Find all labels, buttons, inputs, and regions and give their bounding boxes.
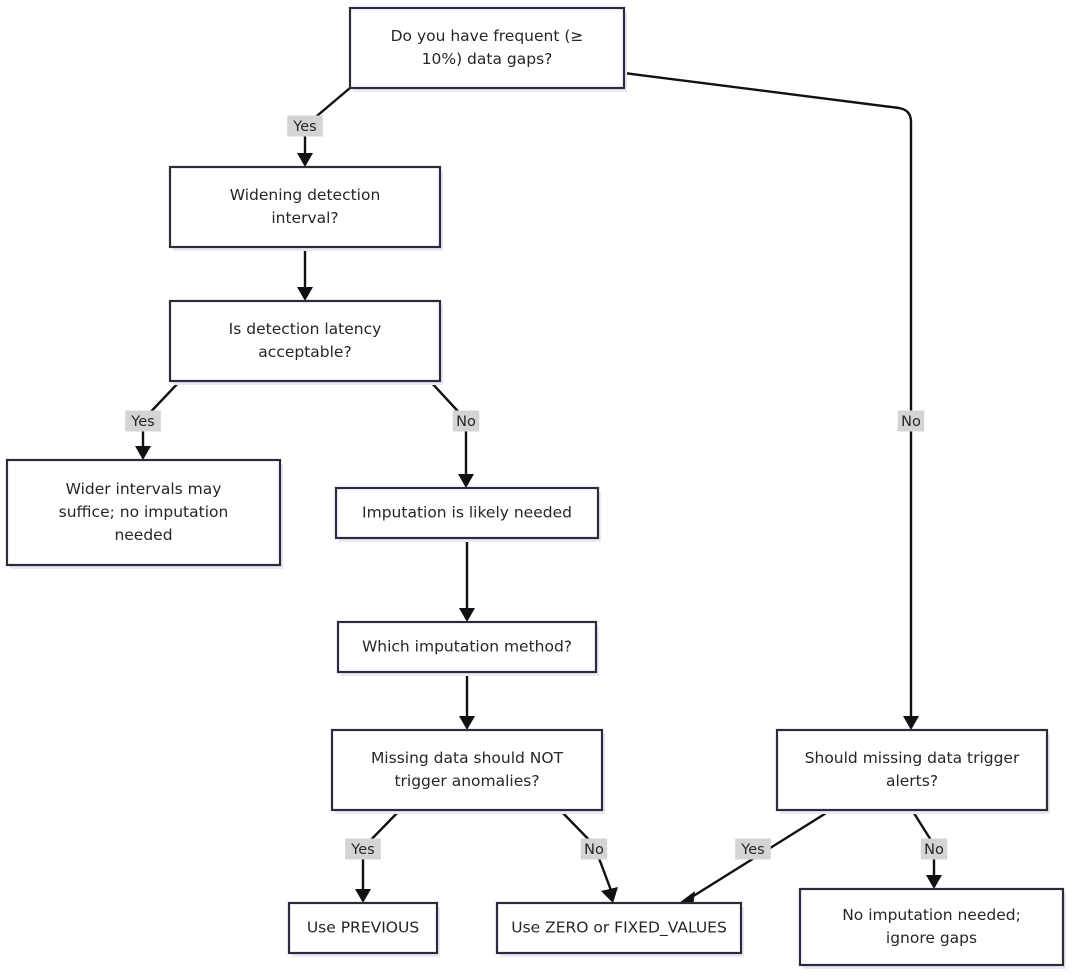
node-label-line: Use PREVIOUS xyxy=(307,919,419,937)
node-label-line: Missing data should NOT xyxy=(371,749,564,767)
flow-node-n11[interactable]: No imputation needed; ignore gaps xyxy=(798,887,1066,969)
node-label-line: 10%) data gaps? xyxy=(422,50,553,68)
node-box[interactable] xyxy=(168,165,442,249)
arrowhead-icon xyxy=(355,889,371,903)
edge-n1-to-n8 xyxy=(623,71,919,730)
edge-line xyxy=(623,71,913,720)
edge-label-no-e2: No xyxy=(897,410,925,432)
node-label-line: Widening detection xyxy=(230,186,381,204)
flow-node-n6[interactable]: Which imputation method? xyxy=(336,620,599,676)
flow-node-n10[interactable]: Use ZERO or FIXED_VALUES xyxy=(495,901,744,957)
flow-node-n5[interactable]: Imputation is likely needed xyxy=(334,486,601,542)
edge-label-yes-e1: Yes xyxy=(287,115,323,137)
flow-node-n9[interactable]: Use PREVIOUS xyxy=(287,901,440,957)
edge-n3-to-n5 xyxy=(429,380,474,488)
arrowhead-icon xyxy=(459,608,475,622)
node-label-line: Use ZERO or FIXED_VALUES xyxy=(511,919,727,938)
node-box[interactable] xyxy=(168,299,442,383)
edge-label-text: Yes xyxy=(350,842,374,858)
node-label-line: suffice; no imputation xyxy=(59,503,229,521)
edge-label-background xyxy=(897,410,925,432)
arrowhead-icon xyxy=(458,474,474,488)
node-box[interactable] xyxy=(798,887,1065,967)
edge-label-no-e5: No xyxy=(452,410,480,432)
edges-layer xyxy=(135,71,942,907)
edge-label-text: Yes xyxy=(740,842,764,858)
node-box[interactable] xyxy=(330,728,604,812)
flow-node-n7[interactable]: Missing data should NOT trigger anomalies… xyxy=(330,728,605,814)
edge-label-text: Yes xyxy=(292,119,316,135)
node-box[interactable] xyxy=(5,458,282,567)
flow-node-n3[interactable]: Is detection latency acceptable? xyxy=(168,299,443,385)
node-label-line: ignore gaps xyxy=(886,929,977,947)
edge-label-text: No xyxy=(901,414,921,430)
arrowhead-icon xyxy=(297,153,313,167)
node-label-line: trigger anomalies? xyxy=(394,772,539,790)
node-label-line: Is detection latency xyxy=(229,320,382,338)
edge-label-background xyxy=(345,838,381,860)
node-label-line: interval? xyxy=(271,209,338,227)
node-label-line: Which imputation method? xyxy=(362,638,572,656)
node-label-line: Should missing data trigger xyxy=(805,749,1020,767)
arrowhead-icon xyxy=(135,446,151,460)
flow-node-n4[interactable]: Wider intervals may suffice; no imputatio… xyxy=(5,458,283,569)
edge-label-background xyxy=(125,410,161,432)
edge-label-background xyxy=(287,115,323,137)
flow-node-n2[interactable]: Widening detection interval? xyxy=(168,165,443,251)
edge-label-yes-e4: Yes xyxy=(125,410,161,432)
edge-label-background xyxy=(735,838,771,860)
edge-label-text: No xyxy=(924,842,944,858)
edge-label-no-e11: No xyxy=(920,838,948,860)
node-box[interactable] xyxy=(775,728,1049,812)
node-label-line: alerts? xyxy=(886,772,938,790)
arrowhead-icon xyxy=(459,716,475,730)
node-label-line: Imputation is likely needed xyxy=(362,504,572,522)
node-label-line: Wider intervals may xyxy=(66,480,222,498)
nodes-layer: Do you have frequent (≥ 10%) data gaps? Wi… xyxy=(5,6,1066,969)
arrowhead-icon xyxy=(297,287,313,301)
edge-label-background xyxy=(920,838,948,860)
arrowhead-icon xyxy=(903,716,919,730)
edge-label-yes-e8: Yes xyxy=(345,838,381,860)
edge-n2-to-n3 xyxy=(297,247,313,301)
arrowhead-icon xyxy=(926,875,942,889)
edge-n6-to-n7 xyxy=(459,672,475,730)
node-box[interactable] xyxy=(336,620,598,674)
edge-label-text: No xyxy=(456,414,476,430)
node-label-line: Do you have frequent (≥ xyxy=(391,27,584,45)
node-box[interactable] xyxy=(495,901,743,955)
edge-label-background xyxy=(580,838,608,860)
edge-label-yes-e10: Yes xyxy=(735,838,771,860)
node-box[interactable] xyxy=(287,901,439,955)
edge-label-text: Yes xyxy=(130,414,154,430)
arrowhead-icon xyxy=(601,887,618,903)
node-box[interactable] xyxy=(348,6,626,90)
flow-node-n1[interactable]: Do you have frequent (≥ 10%) data gaps? xyxy=(348,6,627,92)
node-box[interactable] xyxy=(334,486,600,540)
edge-label-text: No xyxy=(584,842,604,858)
node-label-line: No imputation needed; xyxy=(842,906,1021,924)
node-label-line: acceptable? xyxy=(258,343,351,361)
edge-label-no-e9: No xyxy=(580,838,608,860)
edge-label-background xyxy=(452,410,480,432)
edge-n5-to-n6 xyxy=(459,538,475,622)
node-label-line: needed xyxy=(114,526,172,544)
flow-node-n8[interactable]: Should missing data trigger alerts? xyxy=(775,728,1050,814)
